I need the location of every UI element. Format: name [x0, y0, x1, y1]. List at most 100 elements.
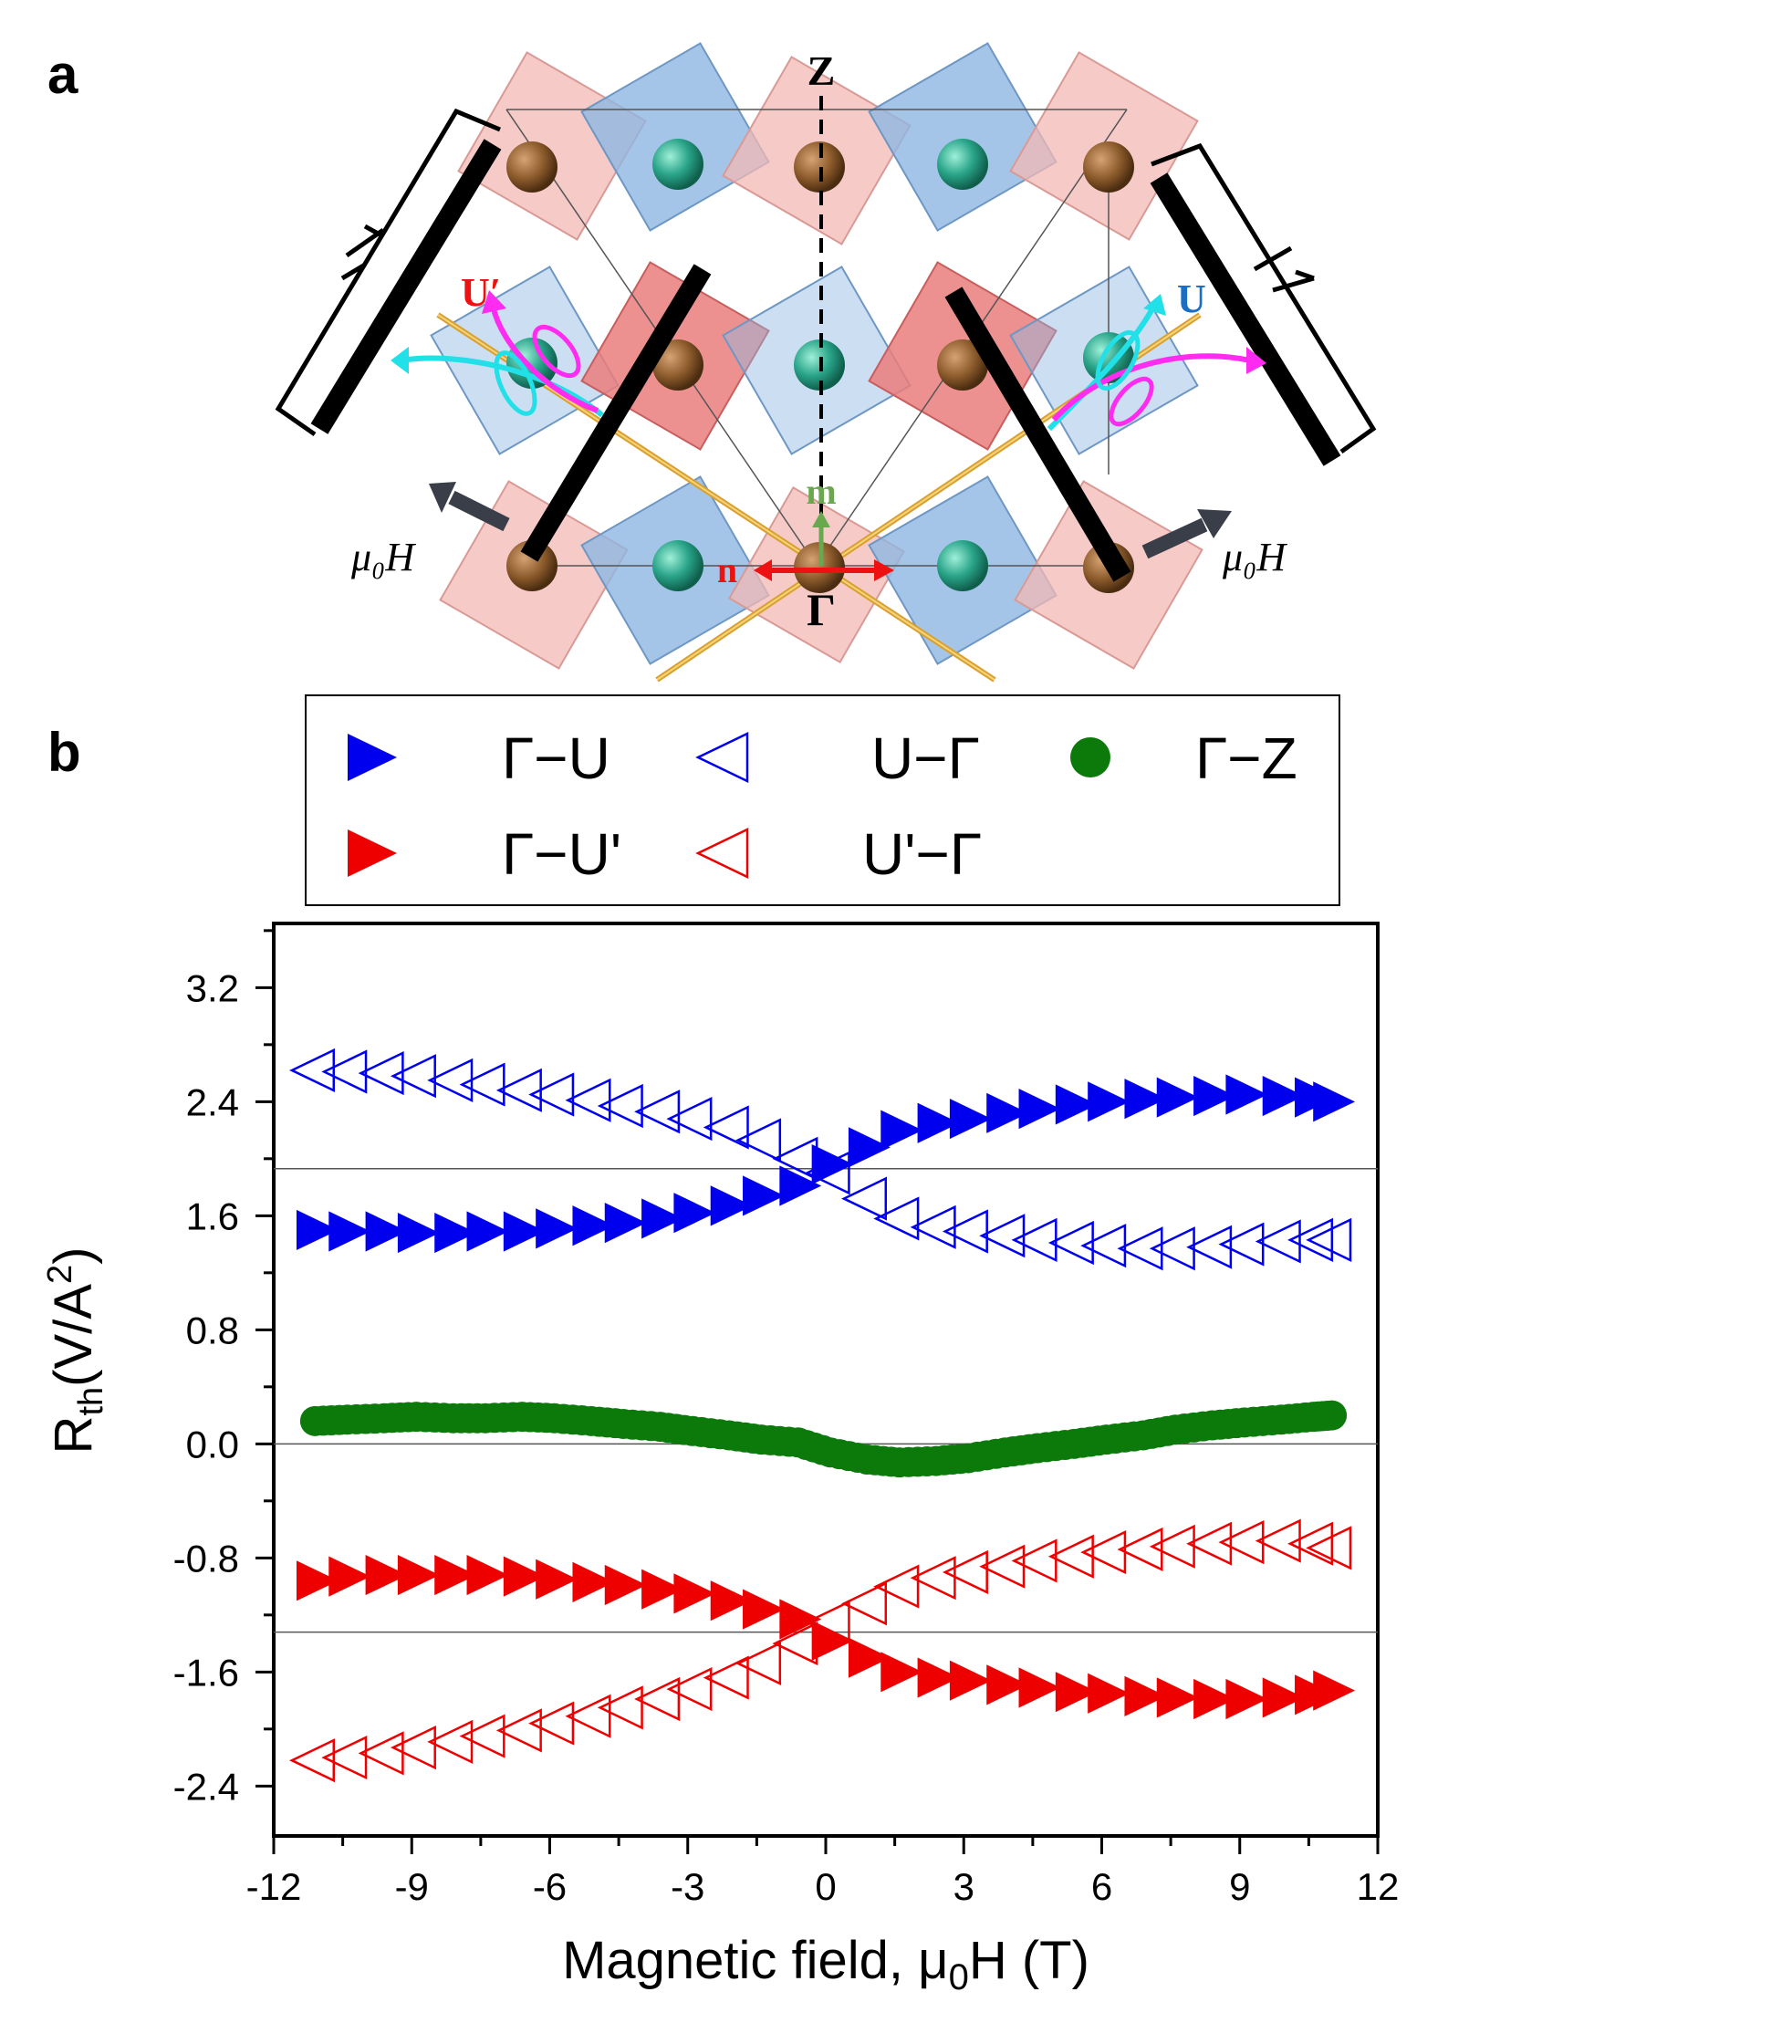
data-point	[1047, 1534, 1094, 1579]
data-point	[296, 1560, 339, 1601]
data-point	[666, 1096, 713, 1142]
panel-a-label: a	[47, 44, 78, 105]
brown-atom	[937, 339, 988, 391]
legend-marker	[1070, 737, 1110, 777]
data-point	[1225, 1074, 1268, 1115]
data-point	[288, 1048, 336, 1093]
legend-item: Γ−U'	[348, 821, 621, 887]
data-point	[1055, 1084, 1098, 1125]
data-point	[1117, 1527, 1163, 1572]
data-point	[434, 1212, 477, 1254]
y-tick-label: -0.8	[173, 1537, 239, 1580]
data-point	[459, 1714, 505, 1758]
data-point	[1156, 1677, 1199, 1718]
data-point	[565, 1078, 611, 1122]
y-tick-label: -2.4	[173, 1765, 239, 1808]
x-tick-label: 3	[953, 1865, 974, 1908]
data-point	[358, 1731, 404, 1776]
legend-label: Γ−U'	[502, 821, 621, 887]
data-point	[1225, 1678, 1268, 1720]
field-label-right: μ₀H⃗	[1222, 535, 1317, 579]
data-point	[1149, 1524, 1195, 1569]
legend-item: Γ−U	[348, 725, 610, 791]
data-point	[1306, 1217, 1352, 1262]
y-tick-label: 3.2	[186, 966, 239, 1009]
electrodes	[310, 139, 1341, 582]
data-point	[1313, 1670, 1356, 1711]
data-point	[910, 1556, 956, 1601]
data-point	[673, 1573, 716, 1614]
data-point	[641, 1198, 683, 1239]
data-point	[880, 1652, 923, 1693]
data-point	[1055, 1672, 1098, 1713]
green-atom	[937, 540, 988, 591]
data-point	[572, 1205, 615, 1246]
data-point	[917, 1657, 960, 1698]
data-point	[328, 1211, 371, 1252]
legend-label: U'−Γ	[862, 821, 982, 887]
y-axis-title: Rth(V/A2)	[41, 1247, 110, 1455]
data-point	[597, 1685, 643, 1730]
data-point	[321, 1735, 368, 1780]
legend-item: U'−Γ	[695, 821, 982, 887]
data-point	[466, 1554, 509, 1596]
y-tick-label: 0.8	[186, 1309, 239, 1351]
data-point	[1088, 1081, 1130, 1122]
data-point	[503, 1556, 546, 1597]
electrode-left-inner	[520, 264, 712, 562]
spin-arrows-left	[391, 290, 604, 418]
field-arrow-left	[429, 482, 510, 532]
data-point	[779, 1165, 822, 1206]
data-point	[917, 1102, 960, 1143]
field-label-left: μ₀H⃗	[350, 535, 445, 579]
panel-a: a	[47, 42, 1377, 683]
data-point	[1193, 1678, 1235, 1720]
x-tick-label: -9	[395, 1865, 429, 1908]
data-point	[634, 1676, 681, 1722]
data-point	[1287, 1217, 1334, 1262]
brown-atom	[1083, 141, 1134, 193]
y-axis: -2.4-1.6-0.80.00.81.62.43.2	[173, 929, 274, 1808]
data-point	[365, 1211, 408, 1252]
legend-marker	[695, 732, 749, 783]
data-point	[459, 1062, 505, 1107]
data-point	[397, 1212, 440, 1254]
x-tick-label: 12	[1357, 1865, 1400, 1908]
data-point	[1047, 1220, 1094, 1266]
data-point	[666, 1666, 713, 1712]
legend-frame	[305, 694, 1340, 906]
data-point	[434, 1554, 477, 1596]
x-tick-label: 9	[1229, 1865, 1250, 1908]
x-tick-label: -3	[671, 1865, 704, 1908]
series-0	[296, 1074, 1356, 1254]
data-point	[743, 1589, 785, 1630]
data-point	[1018, 1667, 1061, 1708]
data-point	[1313, 1081, 1356, 1122]
m-label: m	[806, 471, 836, 512]
data-point	[1218, 1222, 1265, 1267]
electrode-right-outer	[1150, 172, 1341, 466]
data-point	[427, 1058, 474, 1102]
data-point	[503, 1211, 546, 1252]
y-tick-label: 1.6	[186, 1194, 239, 1237]
blue-octahedron	[868, 42, 1057, 232]
y-tick-label: 0.0	[186, 1423, 239, 1465]
y-tick-label: -1.6	[173, 1651, 239, 1694]
series-3	[296, 1554, 1356, 1720]
data-point	[986, 1664, 1029, 1705]
data-point	[495, 1708, 542, 1753]
data-point	[743, 1175, 785, 1216]
data-point	[1088, 1673, 1130, 1714]
data-point	[1287, 1521, 1334, 1566]
data-point	[1124, 1079, 1167, 1120]
data-point	[986, 1092, 1029, 1133]
data-point	[296, 1209, 339, 1251]
data-point	[1149, 1226, 1195, 1271]
legend-label: Γ−Z	[1195, 725, 1297, 791]
data-point	[1255, 1518, 1301, 1563]
legend-item: Γ−Z	[1070, 725, 1297, 791]
legend-marker	[695, 828, 749, 879]
data-point	[673, 1193, 716, 1234]
